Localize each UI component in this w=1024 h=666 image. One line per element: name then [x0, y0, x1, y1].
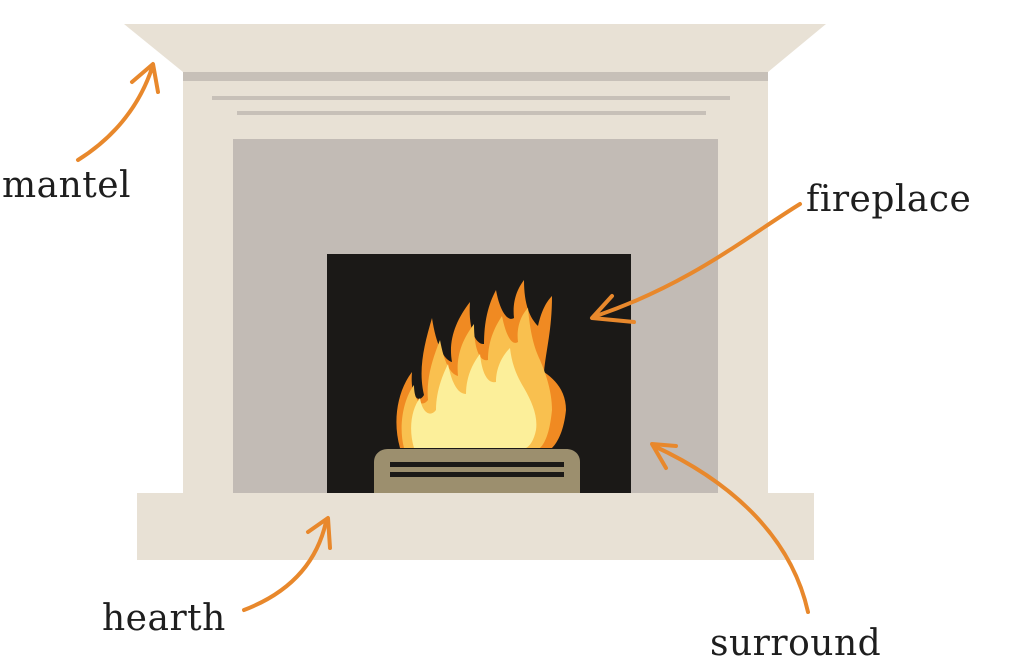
mantel-trim-line-1 [212, 96, 730, 100]
surround-arrow [650, 442, 810, 614]
mantel-arrow [76, 62, 160, 162]
grate-icon [374, 449, 580, 495]
mantel-shelf [124, 24, 826, 72]
mantel-shadow-strip [183, 72, 768, 81]
fireplace-arrow [590, 202, 802, 324]
mantel-label: mantel [2, 165, 132, 206]
hearth-slab [137, 493, 814, 560]
hearth-arrow [242, 516, 332, 612]
arrow-icon [76, 62, 810, 614]
mantel-trim-line-2 [237, 111, 706, 115]
hearth-label: hearth [102, 598, 226, 639]
fire-icon [396, 280, 566, 448]
surround-label: surround [710, 623, 882, 664]
fireplace-label: fireplace [806, 179, 972, 220]
